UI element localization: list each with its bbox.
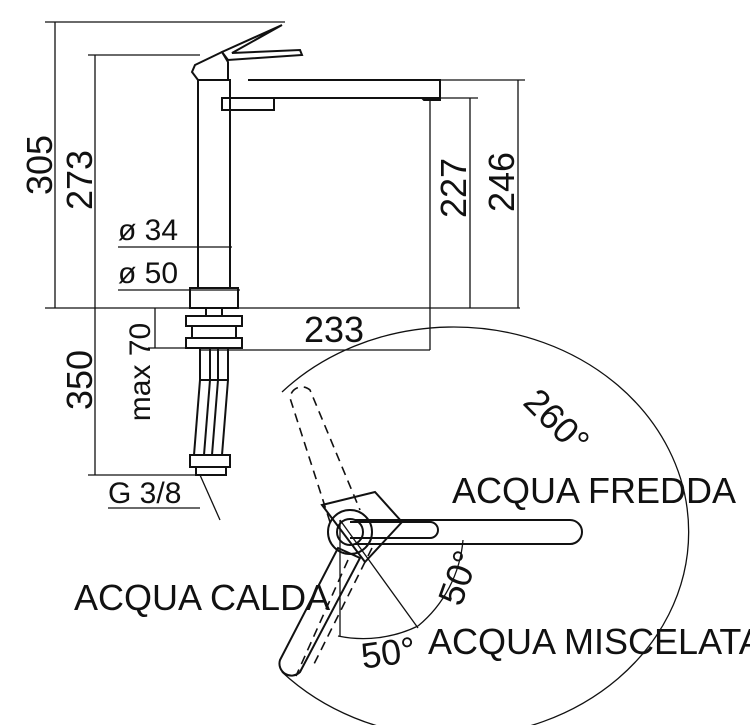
dim-shank-length: 350 xyxy=(59,350,100,410)
rotation-top-view xyxy=(278,326,690,725)
label-mixed-water: ACQUA MISCELATA xyxy=(428,621,750,662)
dim-max-deck: max 70 xyxy=(124,323,157,421)
label-cold-water: ACQUA FREDDA xyxy=(452,470,736,511)
rotation-arc xyxy=(281,326,690,725)
lever-cold xyxy=(355,519,583,545)
dim-base-diameter: ø 50 xyxy=(118,257,178,290)
cartridge-outer xyxy=(327,509,373,555)
angle-hot: 50° xyxy=(358,629,418,677)
lever-handle xyxy=(220,24,304,62)
dim-lever-top-height: 246 xyxy=(481,152,522,212)
dimension-lines xyxy=(45,21,525,521)
spout xyxy=(248,79,441,99)
dim-connection-thread: G 3/8 xyxy=(108,477,181,510)
lever-hot xyxy=(278,546,362,677)
angle-cold: 50° xyxy=(430,545,487,610)
faucet-side-view xyxy=(185,24,441,476)
faucet-base xyxy=(189,287,239,309)
angle-total: 260° xyxy=(516,380,598,462)
flexible-hoses xyxy=(193,348,229,456)
dim-spout-height: 273 xyxy=(59,150,100,210)
dim-body-diameter: ø 34 xyxy=(118,214,178,247)
lever-position-dashed-top xyxy=(289,386,361,523)
dim-spout-reach: 233 xyxy=(304,309,364,350)
dim-spout-outlet-height: 227 xyxy=(433,158,474,218)
dim-total-height: 305 xyxy=(19,135,60,195)
label-hot-water: ACQUA CALDA xyxy=(74,577,330,618)
faucet-body xyxy=(197,79,231,289)
lever-position-dashed-bottom xyxy=(295,547,373,677)
